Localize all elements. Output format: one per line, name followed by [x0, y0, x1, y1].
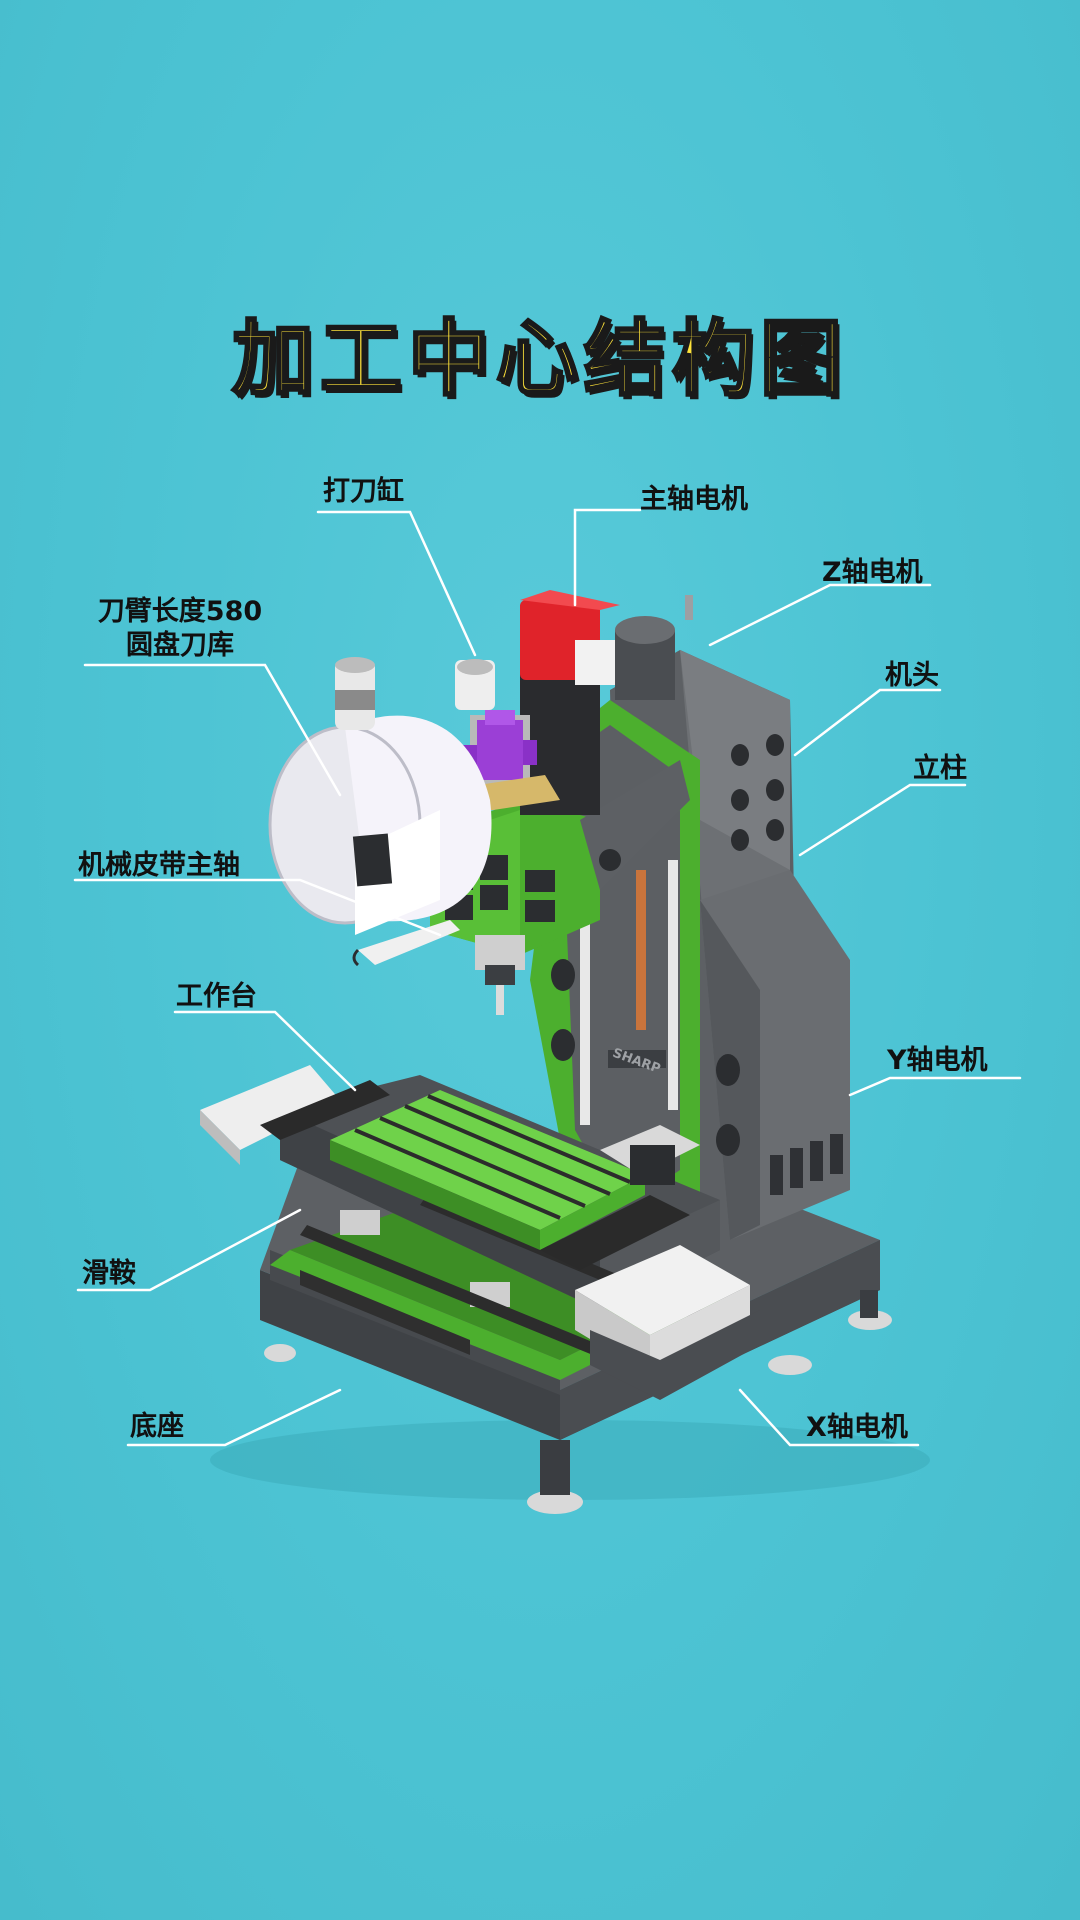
leader-base — [126, 1388, 342, 1447]
leader-z-motor — [708, 583, 932, 647]
label-draw-bar-cylinder: 打刀缸 — [323, 476, 404, 507]
label-column: 立柱 — [913, 753, 967, 784]
leader-saddle — [76, 1208, 302, 1292]
leader-x-motor — [738, 1388, 920, 1447]
leader-column — [798, 783, 967, 857]
tool-magazine — [268, 657, 495, 967]
worktable — [200, 1065, 760, 1400]
leader-draw-bar-cylinder — [316, 510, 477, 657]
base-foot — [768, 1355, 812, 1375]
base-foot — [264, 1344, 296, 1362]
label-head: 机头 — [885, 660, 939, 691]
leader-tool-magazine — [83, 663, 342, 797]
label-spindle-motor: 主轴电机 — [640, 484, 748, 515]
label-belt-spindle: 机械皮带主轴 — [78, 850, 240, 881]
label-tool-magazine-line1: 刀臂长度580 — [97, 596, 263, 627]
label-worktable: 工作台 — [176, 981, 257, 1012]
draw-bar-cylinder — [445, 710, 560, 815]
label-tool-magazine: 刀臂长度580 圆盘刀库 — [80, 595, 280, 663]
label-tool-magazine-line2: 圆盘刀库 — [126, 630, 234, 661]
base-foot — [527, 1490, 583, 1514]
leader-worktable — [173, 1010, 357, 1092]
label-y-motor: Y轴电机 — [887, 1045, 988, 1076]
leader-y-motor — [848, 1076, 1022, 1097]
base-foot — [848, 1310, 892, 1330]
page-title: 加工中心结构图 — [230, 311, 848, 409]
label-x-motor: X轴电机 — [806, 1412, 908, 1443]
leader-head — [793, 688, 942, 757]
leader-belt-spindle — [73, 878, 442, 937]
label-z-motor: Z轴电机 — [822, 557, 923, 588]
label-saddle: 滑鞍 — [82, 1258, 136, 1289]
spindle-motor — [520, 590, 620, 815]
leader-spindle-motor — [573, 508, 642, 607]
label-base: 底座 — [130, 1411, 184, 1442]
